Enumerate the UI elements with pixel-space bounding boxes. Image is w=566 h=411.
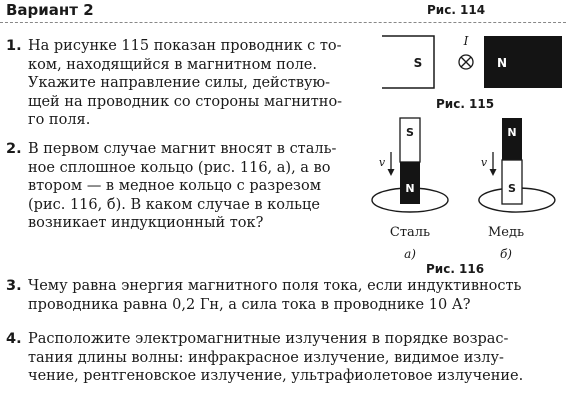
question-line: Укажите направление силы, действую- xyxy=(28,75,331,91)
question-line: втором — в медное кольцо с разрезом xyxy=(28,178,321,194)
fig116-label: Рис. 116 xyxy=(426,262,485,276)
magnet-n-pole xyxy=(484,36,562,88)
question-1: 1. На рисунке 115 показан проводник с то… xyxy=(6,37,362,130)
magnet-n-label: N xyxy=(497,56,507,70)
magnet-s-label: S xyxy=(414,56,423,70)
magnet-s-label: S xyxy=(508,182,516,195)
magnet-top-n xyxy=(502,118,522,160)
caption-copper: Медь xyxy=(488,225,524,240)
question-line: ное сплошное кольцо (рис. 116, а), а во xyxy=(28,159,331,176)
sub-label-a: а) xyxy=(404,247,416,261)
question-line: щей на проводник со стороны магнитно- xyxy=(28,93,343,110)
magnet-top-s xyxy=(399,117,421,163)
fig115-label: Рис. 115 xyxy=(436,97,495,111)
question-line: Расположите электромагнитные излучения в… xyxy=(28,331,509,347)
arrow-down-icon xyxy=(489,169,497,176)
velocity-label: v xyxy=(481,156,488,169)
magnet-bottom-n xyxy=(400,162,420,204)
fig116b-copper: N S v Медь б) xyxy=(478,118,556,261)
question-line: Чему равна энергия магнитного поля тока,… xyxy=(28,278,522,294)
figure-116: S N v Сталь а) N S v Медь б) xyxy=(371,117,556,261)
fig116a-steel: S N v Сталь а) xyxy=(371,117,449,261)
question-number: 2. xyxy=(6,141,22,157)
header-bar: Вариант 2 Рис. 114 xyxy=(0,0,566,23)
question-text: Расположите электромагнитные излучения в… xyxy=(28,330,562,386)
question-4: 4. Расположите электромагнитные излучени… xyxy=(6,330,562,386)
question-line: ком, находящийся в магнитном поле. xyxy=(28,56,317,73)
fig114-label: Рис. 114 xyxy=(427,3,486,17)
question-line: проводника равна 0,2 Гн, а сила тока в п… xyxy=(28,296,471,313)
question-number: 1. xyxy=(6,38,22,54)
magnet-n-label: N xyxy=(507,126,516,139)
magnet-s-pole-outline xyxy=(382,35,435,89)
question-line: На рисунке 115 показан проводник с то- xyxy=(28,38,342,54)
caption-steel: Сталь xyxy=(390,225,430,240)
magnet-n-label: N xyxy=(405,182,414,195)
question-line: чение, рентгеновское излучение, ультрафи… xyxy=(28,368,524,384)
split-ring xyxy=(478,187,556,213)
velocity-label: v xyxy=(379,156,386,169)
question-line: го поля. xyxy=(28,112,91,128)
question-text: В первом случае магнит вносят в сталь- н… xyxy=(28,140,362,233)
question-line: (рис. 116, б). В каком случае в кольце xyxy=(28,196,320,213)
magnet-s-label: S xyxy=(406,126,414,139)
question-3: 3. Чему равна энергия магнитного поля то… xyxy=(6,277,562,314)
sub-label-b: б) xyxy=(500,247,512,261)
variant-title: Вариант 2 xyxy=(6,1,94,19)
question-2: 2. В первом случае магнит вносят в сталь… xyxy=(6,140,362,233)
magnet-bottom-s xyxy=(501,159,523,205)
question-number: 4. xyxy=(6,331,22,347)
question-number: 3. xyxy=(6,278,22,294)
arrow-down-icon xyxy=(387,169,395,176)
current-label: I xyxy=(463,34,469,48)
question-text: Чему равна энергия магнитного поля тока,… xyxy=(28,277,562,314)
question-line: В первом случае магнит вносят в сталь- xyxy=(28,141,337,157)
question-line: тания длины волны: инфракрасное излучени… xyxy=(28,349,504,366)
question-text: На рисунке 115 показан проводник с то- к… xyxy=(28,37,362,130)
question-line: возникает индукционный ток? xyxy=(28,215,264,231)
figure-115: S I N xyxy=(382,34,562,89)
current-into-page-icon xyxy=(458,54,474,70)
